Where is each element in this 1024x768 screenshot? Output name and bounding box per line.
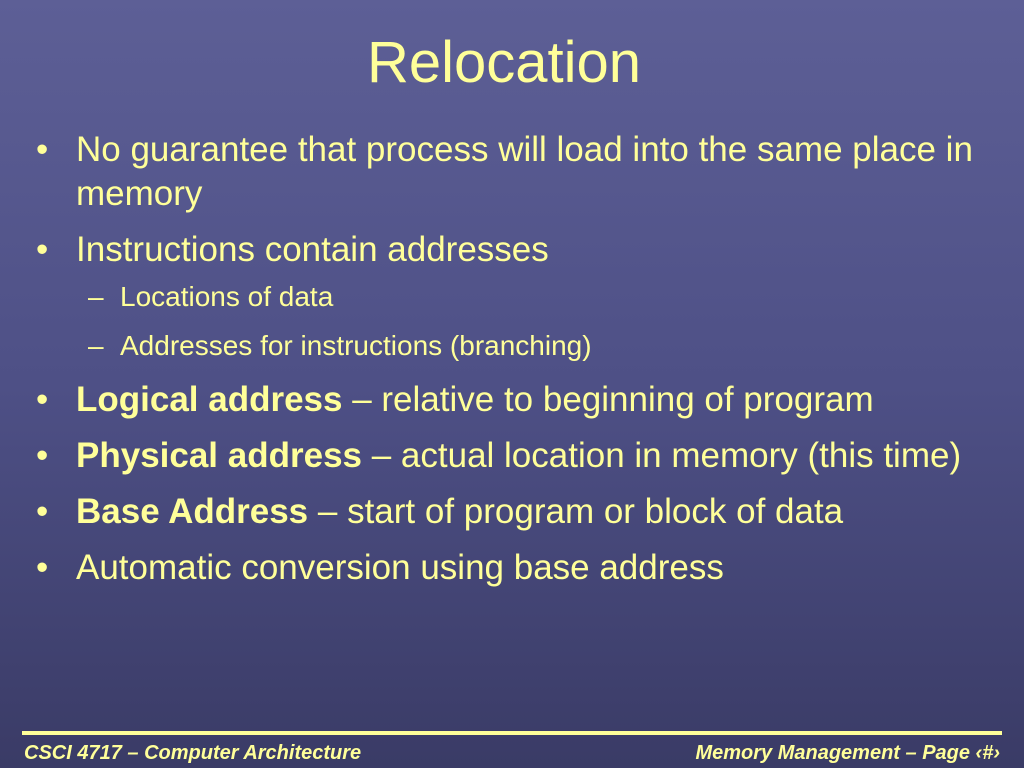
bullet-list: • No guarantee that process will load in… xyxy=(30,128,1010,602)
bullet-marker: • xyxy=(36,492,49,531)
bullet-item: • Base Address – start of program or blo… xyxy=(30,490,1010,534)
bullet-item: • Instructions contain addresses xyxy=(30,228,1010,272)
footer-divider xyxy=(22,731,1002,735)
slide-title: Relocation xyxy=(366,30,642,95)
footer-course-title: CSCI 4717 – Computer Architecture xyxy=(24,742,362,764)
bullet-text: – relative to beginning of program xyxy=(342,380,874,419)
bullet-item: • Physical address – actual location in … xyxy=(30,434,1010,478)
bullet-marker: • xyxy=(36,230,49,269)
bullet-text: – actual location in memory (this time) xyxy=(362,436,962,475)
sub-bullet-marker: – xyxy=(88,330,104,361)
bullet-item: • No guarantee that process will load in… xyxy=(30,128,1010,216)
sub-bullet-item: – Locations of data xyxy=(30,280,1010,314)
bullet-text: Instructions contain addresses xyxy=(76,230,549,269)
bullet-text: No guarantee that process will load into… xyxy=(76,130,973,213)
bullet-marker: • xyxy=(36,436,49,475)
footer-page-label: Memory Management – Page ‹#› xyxy=(695,742,1000,764)
sub-bullet-marker: – xyxy=(88,281,104,312)
bullet-item: • Automatic conversion using base addres… xyxy=(30,546,1010,590)
sub-bullet-text: Locations of data xyxy=(120,281,334,312)
bullet-marker: • xyxy=(36,380,49,419)
sub-bullet-text: Addresses for instructions (branching) xyxy=(120,330,592,361)
bullet-term: Logical address xyxy=(76,380,343,419)
bullet-text: Automatic conversion using base address xyxy=(76,548,724,587)
bullet-item: • Logical address – relative to beginnin… xyxy=(30,378,1010,422)
bullet-term: Physical address xyxy=(76,436,362,475)
bullet-text: – start of program or block of data xyxy=(308,492,844,531)
bullet-marker: • xyxy=(36,548,49,587)
sub-bullet-item: – Addresses for instructions (branching) xyxy=(30,329,1010,363)
bullet-term: Base Address xyxy=(76,492,309,531)
bullet-marker: • xyxy=(36,130,49,169)
sub-bullet-list: – Locations of data – Addresses for inst… xyxy=(30,280,1010,363)
